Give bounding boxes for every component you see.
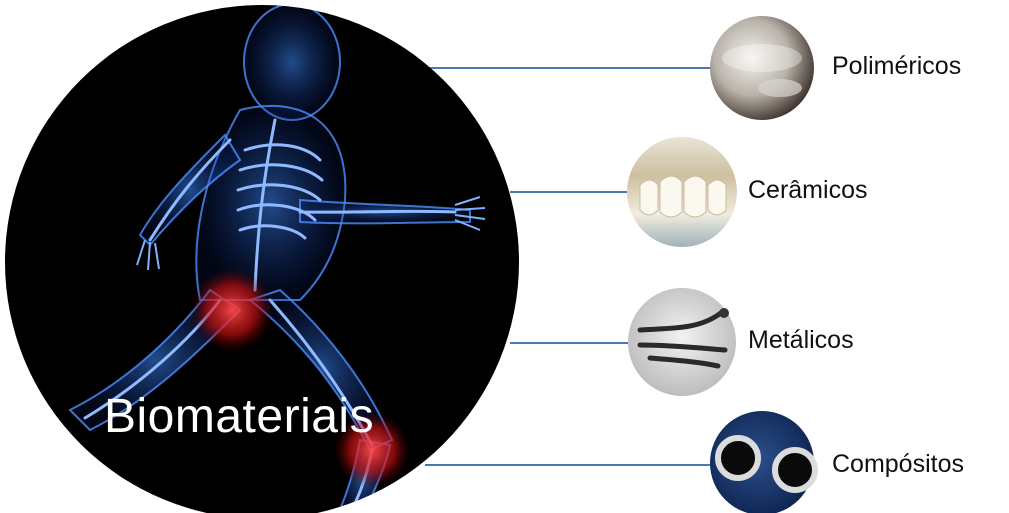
metal-hip-stem-icon — [628, 288, 736, 396]
category-label-ceramicos: Cerâmicos — [748, 176, 867, 205]
ceramic-teeth-icon — [627, 137, 737, 247]
category-label-compositos: Compósitos — [832, 450, 964, 479]
composite-disc-icon — [710, 411, 815, 513]
polymer-implant-icon — [710, 16, 814, 120]
main-title: Biomateriais — [104, 389, 374, 444]
category-label-polimericos: Poliméricos — [832, 52, 961, 81]
category-label-metalicos: Metálicos — [748, 326, 854, 355]
